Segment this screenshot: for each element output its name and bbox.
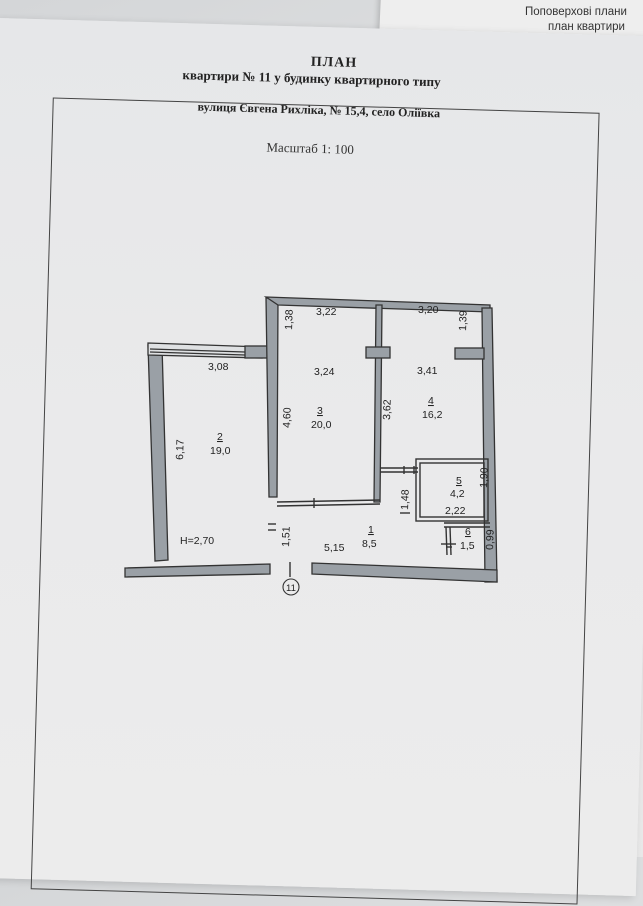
room-area: 19,0 <box>210 445 231 457</box>
room-area: 1,5 <box>460 540 475 552</box>
wall <box>454 347 485 360</box>
dimension-label: 1,51 <box>280 526 293 547</box>
room-area: 4,2 <box>450 488 465 500</box>
dimension-label: 3,24 <box>314 366 335 378</box>
dimension-label: 4,60 <box>281 407 294 428</box>
room-number: 4 <box>428 395 434 407</box>
dimension-label: 1,48 <box>399 489 412 510</box>
room-area: 20,0 <box>311 419 332 431</box>
dimension-label: 2,22 <box>445 505 466 517</box>
wall <box>147 344 169 562</box>
dimension-label: 0,99 <box>484 529 497 550</box>
apartment-floor-plan: 3,08 6,17 1,38 3,22 3,24 4,60 3,20 1,39 … <box>124 296 498 596</box>
dimension-label: 3,41 <box>417 365 438 377</box>
dimension-label: 3,08 <box>208 361 229 373</box>
dimension-label: 3,22 <box>316 306 337 318</box>
ceiling-height-label: H=2,70 <box>180 535 214 547</box>
room-number: 1 <box>368 524 374 536</box>
background-sheet-line: Поповерхові плани <box>525 6 627 18</box>
room-area: 8,5 <box>362 538 377 550</box>
dimension-label: 1,38 <box>283 309 296 330</box>
wall <box>311 562 498 583</box>
background-sheet-line: план квартири <box>548 21 625 33</box>
dimension-label: 3,20 <box>418 304 439 316</box>
dimension-label: 3,62 <box>381 399 394 420</box>
room-number: 2 <box>217 431 223 443</box>
dimension-label: 5,15 <box>324 542 345 554</box>
dimension-label: 6,17 <box>174 439 187 460</box>
wall <box>265 297 279 498</box>
wall <box>124 563 271 578</box>
wall <box>365 346 391 359</box>
room-area: 16,2 <box>422 409 443 421</box>
room-number: 6 <box>465 526 471 538</box>
dimension-label: 1,90 <box>478 467 491 488</box>
dimension-label: 1,39 <box>457 310 470 331</box>
room-number: 5 <box>456 475 462 487</box>
axis-marker-label: 11 <box>286 583 296 594</box>
room-number: 3 <box>317 405 323 417</box>
axis-marker-circle <box>282 578 300 596</box>
